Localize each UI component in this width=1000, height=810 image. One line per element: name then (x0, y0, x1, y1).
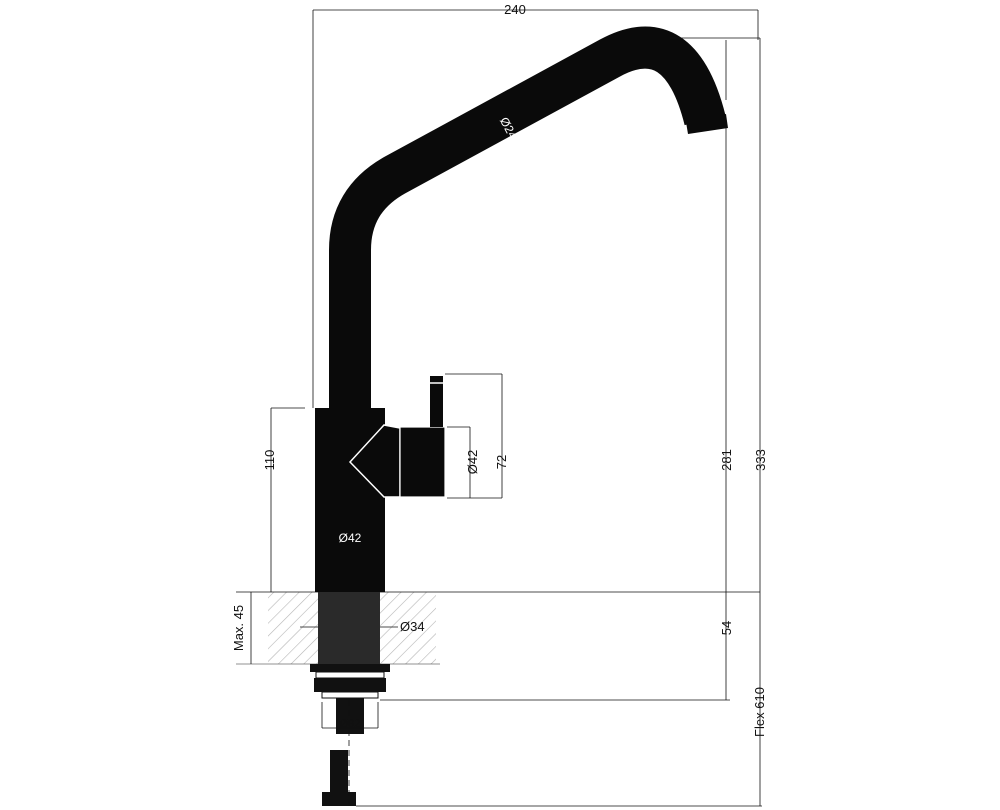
dim-handle-height: 72 (494, 455, 509, 469)
dim-bottom-diameter: Ø32 (340, 718, 361, 730)
dim-total-height: 333 (753, 449, 768, 471)
dim-width-total: 240 (504, 2, 526, 17)
dim-body-height: 110 (262, 450, 277, 471)
dim-handle-diameter: Ø42 (465, 450, 480, 475)
dim-under-depth: 54 (719, 621, 734, 635)
faucet-spout (329, 26, 728, 410)
dim-spout-height: 281 (719, 449, 734, 471)
mounting-shank (310, 592, 390, 806)
dim-max-thickness: Max. 45 (231, 605, 246, 651)
faucet-handle (348, 376, 446, 498)
dim-body-diameter: Ø42 (339, 531, 362, 545)
dimension-lines (250, 9, 762, 807)
countertop-section (236, 591, 760, 665)
dim-flex-length: Flex 610 (752, 687, 767, 737)
dim-hole-diameter: Ø34 (400, 619, 425, 634)
